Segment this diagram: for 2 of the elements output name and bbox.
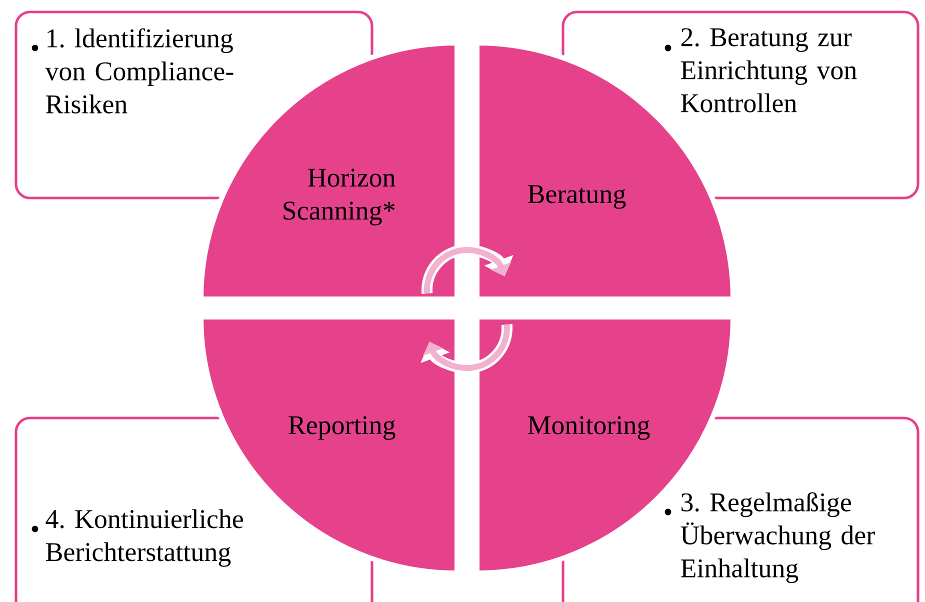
cycle-arrow [422,244,514,294]
cycle-arrow [420,324,512,374]
